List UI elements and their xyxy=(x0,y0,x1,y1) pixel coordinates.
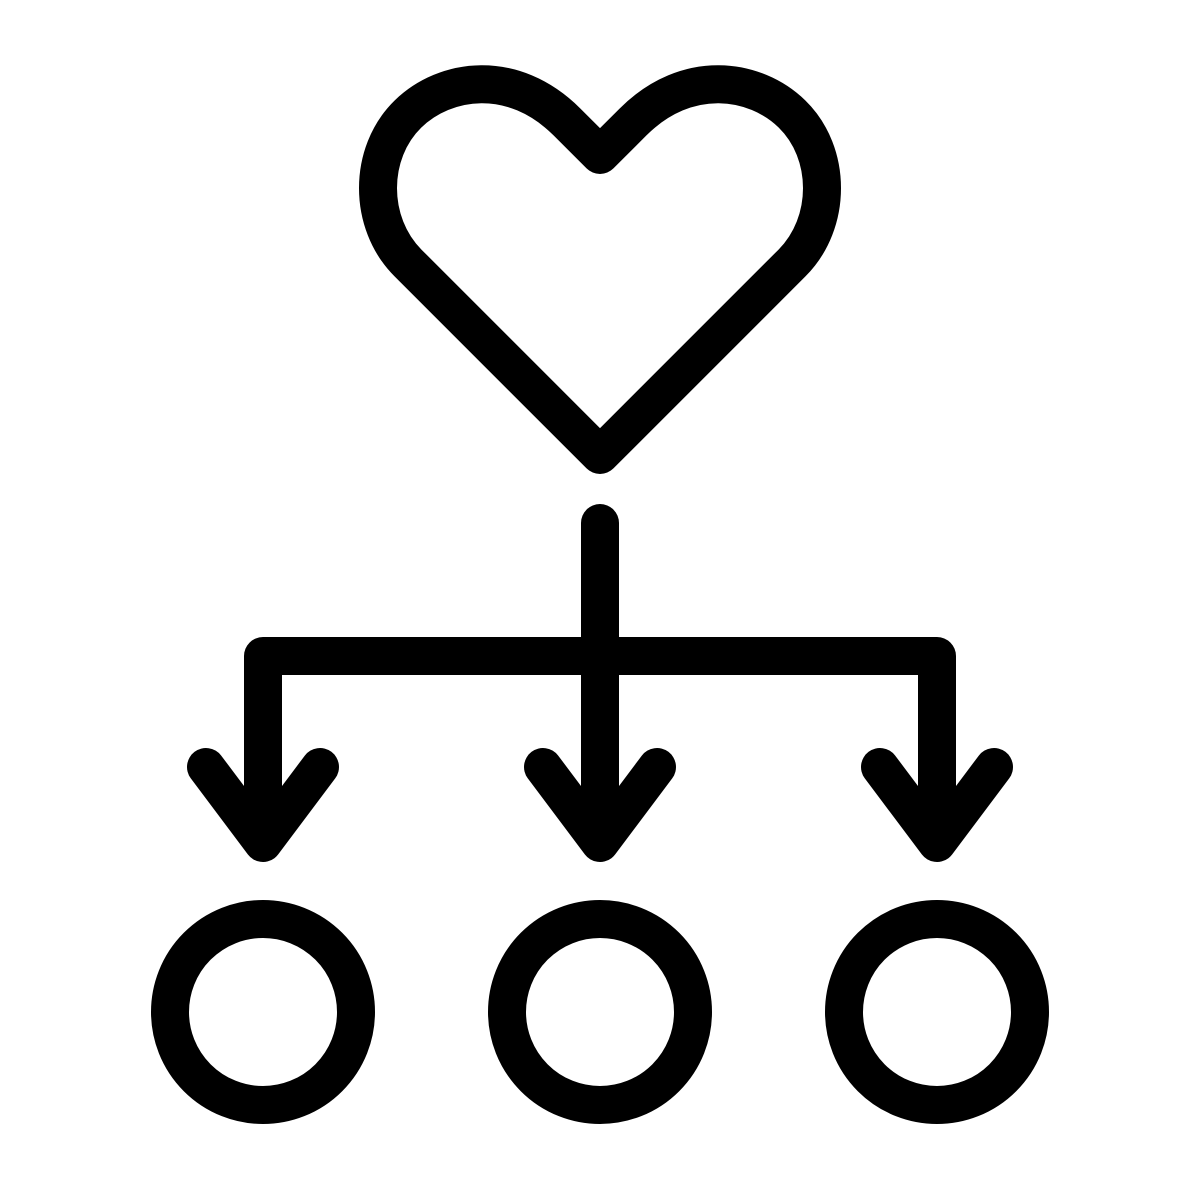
heart-icon xyxy=(359,65,841,474)
circle-right-icon xyxy=(825,900,1049,1124)
circle-center-icon xyxy=(488,900,712,1124)
arrow-center-head-icon xyxy=(524,748,676,862)
arrow-left-head-icon xyxy=(187,748,339,862)
branch-line xyxy=(244,637,956,857)
circle-left-icon xyxy=(151,900,375,1124)
arrow-right-head-icon xyxy=(861,748,1013,862)
